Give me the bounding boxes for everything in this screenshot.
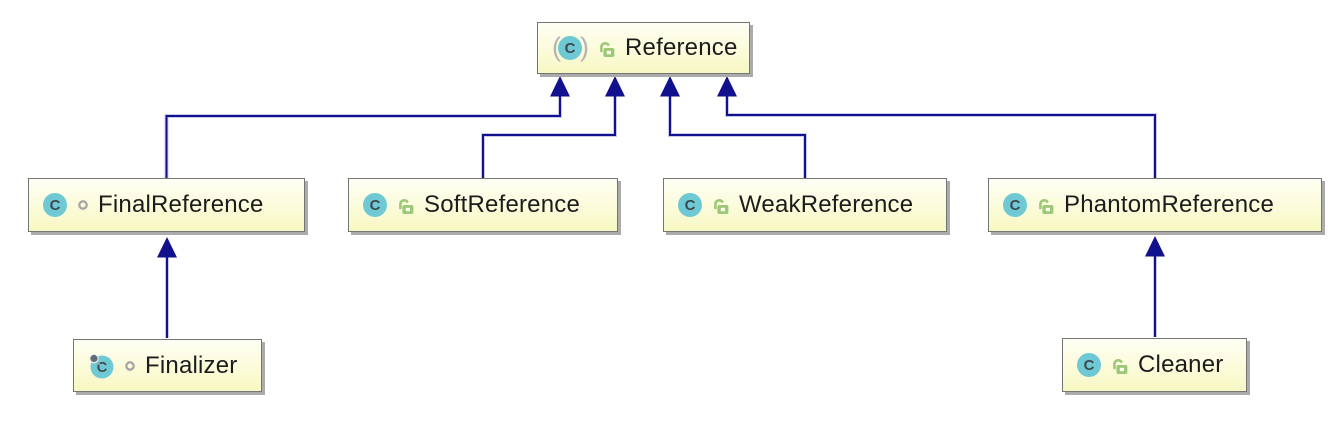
class-node-weakreference[interactable]: C WeakReference <box>663 178 947 232</box>
inheritance-arrowhead <box>157 237 177 258</box>
class-name-label: Reference <box>625 34 738 61</box>
inheritance-arrowhead <box>660 76 680 97</box>
svg-text:C: C <box>1010 197 1021 214</box>
svg-text:): ) <box>580 34 589 62</box>
public-open-lock-icon <box>1111 356 1129 375</box>
class-node-finalizer[interactable]: C Finalizer <box>73 339 262 392</box>
svg-text:C: C <box>97 360 108 376</box>
svg-text:C: C <box>370 197 381 214</box>
class-node-reference[interactable]: ( C ) Reference <box>537 22 750 74</box>
svg-text:C: C <box>50 197 61 214</box>
inheritance-arrowhead <box>717 76 737 97</box>
public-open-lock-icon <box>712 196 730 215</box>
class-name-label: Cleaner <box>1138 351 1224 378</box>
inheritance-arrowhead <box>605 76 625 97</box>
inheritance-arrowhead <box>1145 236 1165 257</box>
svg-text:(: ( <box>552 34 561 62</box>
package-private-circle-icon <box>77 199 89 211</box>
edge-phantomreference-extends-reference[interactable] <box>717 76 1157 178</box>
edge-cleaner-extends-phantomreference[interactable] <box>1145 236 1165 337</box>
svg-text:C: C <box>1084 357 1095 374</box>
svg-text:C: C <box>685 197 696 214</box>
class-node-softreference[interactable]: C SoftReference <box>348 178 618 232</box>
edge-finalizer-extends-finalreference[interactable] <box>157 237 177 338</box>
class-name-label: Finalizer <box>145 351 238 379</box>
final-class-icon: C <box>87 352 115 380</box>
public-open-lock-icon <box>397 196 415 215</box>
edge-weakreference-extends-reference[interactable] <box>660 76 807 178</box>
class-icon: C <box>1002 192 1028 218</box>
class-icon: C <box>677 192 703 218</box>
class-icon: C <box>42 192 68 218</box>
abstract-class-icon: ( C ) <box>551 34 589 62</box>
package-private-circle-icon <box>124 360 136 372</box>
class-node-phantomreference[interactable]: C PhantomReference <box>988 178 1322 232</box>
svg-text:C: C <box>565 40 576 57</box>
class-name-label: WeakReference <box>739 191 914 218</box>
public-open-lock-icon <box>1037 196 1055 215</box>
class-icon: C <box>362 192 388 218</box>
edge-softreference-extends-reference[interactable] <box>481 76 625 178</box>
inheritance-arrowhead <box>550 76 570 97</box>
public-open-lock-icon <box>598 39 616 58</box>
class-name-label: PhantomReference <box>1064 191 1274 218</box>
class-node-finalreference[interactable]: C FinalReference <box>28 178 305 232</box>
class-name-label: SoftReference <box>424 191 581 218</box>
class-name-label: FinalReference <box>98 191 264 218</box>
edge-finalreference-extends-reference[interactable] <box>164 76 571 178</box>
class-node-cleaner[interactable]: C Cleaner <box>1062 338 1247 392</box>
class-icon: C <box>1076 352 1102 378</box>
